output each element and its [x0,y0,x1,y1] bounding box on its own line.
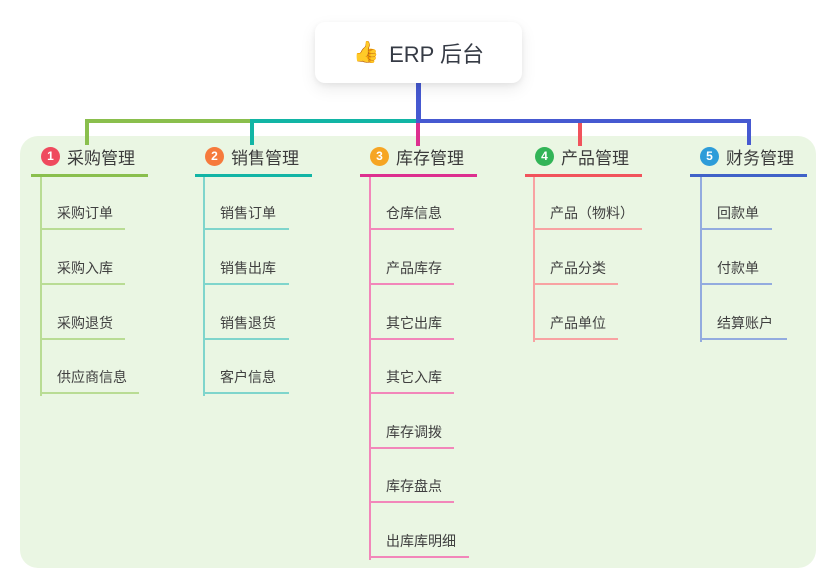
child-node-stock-check[interactable]: 库存盘点 [369,473,454,503]
branch-title-label: 产品管理 [561,148,629,168]
child-node-sales-order[interactable]: 销售订单 [203,200,289,230]
branch-title-label: 财务管理 [726,148,794,168]
branch-title-label: 销售管理 [231,148,299,168]
child-node-product-category[interactable]: 产品分类 [533,255,618,285]
child-node-supplier-info[interactable]: 供应商信息 [40,364,139,394]
connector-drop-product [578,123,582,146]
branch-badge: 2 [205,146,224,166]
branches-background-panel [20,136,816,568]
thumbs-up-icon: 👍 [352,40,380,64]
child-node-customer-info[interactable]: 客户信息 [203,364,289,394]
root-node-erp-backend[interactable]: 👍 ERP 后台 [315,22,522,83]
connector-drop-inventory [416,123,420,146]
connector-bus-purchase [85,119,252,123]
connector-root [416,83,421,120]
child-node-sales-outbound[interactable]: 销售出库 [203,255,289,285]
connector-bus-sales [250,119,418,123]
child-node-purchase-inbound[interactable]: 采购入库 [40,255,125,285]
branch-title-label: 库存管理 [396,148,464,168]
connector-children-finance [700,177,702,342]
connector-children-product [533,177,535,342]
connector-children-purchase [40,177,42,396]
child-node-product-unit[interactable]: 产品单位 [533,310,618,340]
child-node-other-inbound[interactable]: 其它入库 [369,364,454,394]
child-node-other-outbound[interactable]: 其它出库 [369,310,454,340]
child-node-payment-bill[interactable]: 付款单 [700,255,772,285]
branch-badge: 4 [535,146,554,166]
branch-title-label: 采购管理 [67,148,135,168]
root-title: ERP 后台 [389,41,485,67]
child-node-purchase-return[interactable]: 采购退货 [40,310,125,340]
branch-badge: 1 [41,146,60,166]
branch-title-inventory[interactable]: 3 库存管理 [360,144,477,177]
child-node-sales-return[interactable]: 销售退货 [203,310,289,340]
child-node-stock-transfer[interactable]: 库存调拨 [369,419,454,449]
branch-title-sales[interactable]: 2 销售管理 [195,144,312,177]
child-node-purchase-order[interactable]: 采购订单 [40,200,125,230]
connector-drop-purchase [85,119,89,145]
child-node-settlement-account[interactable]: 结算账户 [700,310,787,340]
branch-badge: 3 [370,146,389,166]
child-node-product-material[interactable]: 产品（物料） [533,200,642,230]
child-node-product-stock[interactable]: 产品库存 [369,255,454,285]
connector-drop-finance [747,119,751,145]
child-node-warehouse-info[interactable]: 仓库信息 [369,200,454,230]
child-node-outbound-detail[interactable]: 出库库明细 [369,528,469,558]
connector-bus-finance [416,119,751,123]
branch-title-purchase[interactable]: 1 采购管理 [31,144,148,177]
child-node-receipt-bill[interactable]: 回款单 [700,200,772,230]
branch-badge: 5 [700,146,719,166]
connector-children-inventory [369,177,371,560]
branch-title-product[interactable]: 4 产品管理 [525,144,642,177]
connector-drop-sales [250,119,254,145]
connector-children-sales [203,177,205,396]
branch-title-finance[interactable]: 5 财务管理 [690,144,807,177]
